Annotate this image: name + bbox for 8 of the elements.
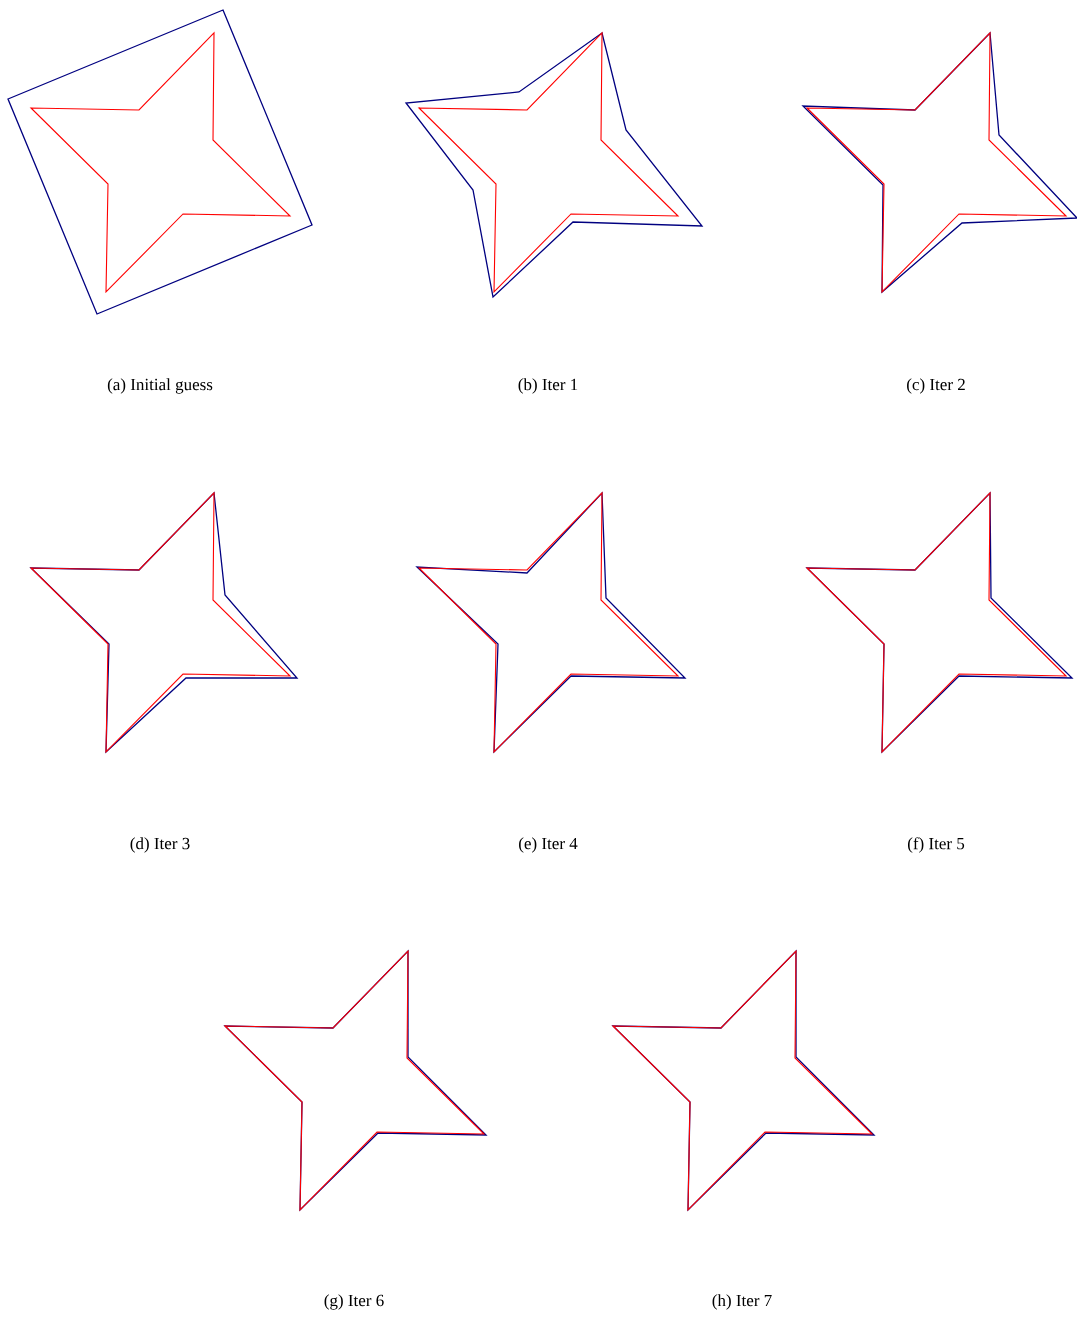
subfigure-caption: (g) Iter 6	[324, 1294, 384, 1310]
subfigure-caption: (b) Iter 1	[518, 378, 578, 394]
subfigure-caption: (d) Iter 3	[130, 837, 190, 853]
subfigure-caption: (c) Iter 2	[907, 378, 965, 394]
subfigure-caption: (h) Iter 7	[712, 1294, 772, 1310]
subfigure-caption: (f) Iter 5	[907, 837, 965, 853]
subfigure-caption: (a) Initial guess	[107, 378, 213, 394]
subfigure-caption: (e) Iter 4	[519, 837, 578, 853]
